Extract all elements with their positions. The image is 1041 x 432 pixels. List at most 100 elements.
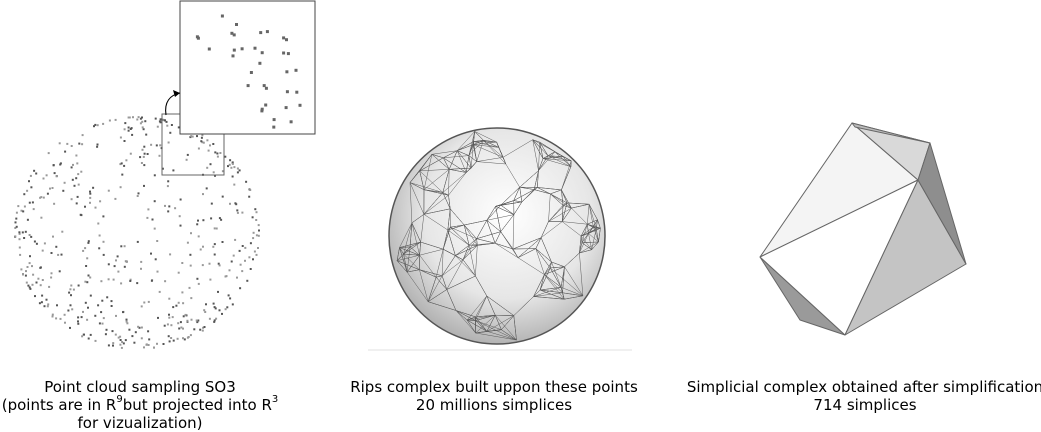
- cloud-point: [51, 252, 53, 254]
- cloud-point: [59, 164, 61, 166]
- cloud-point: [69, 327, 71, 329]
- cloud-point: [53, 203, 55, 205]
- cloud-point: [71, 145, 73, 147]
- cloud-point: [136, 282, 138, 284]
- cloud-point: [52, 236, 54, 238]
- inset-point: [285, 70, 288, 73]
- inset-point: [261, 51, 264, 54]
- cloud-point: [206, 187, 208, 189]
- cloud-point: [32, 201, 34, 203]
- cloud-point: [84, 206, 86, 208]
- cloud-point: [40, 217, 42, 219]
- cloud-point: [118, 337, 120, 339]
- cloud-point: [173, 340, 175, 342]
- cloud-point: [140, 118, 142, 120]
- cloud-point: [228, 294, 230, 296]
- cloud-point: [214, 254, 216, 256]
- cloud-point: [81, 316, 83, 318]
- cloud-point: [143, 146, 145, 148]
- inset-point: [259, 31, 262, 34]
- cloud-point: [257, 247, 259, 249]
- cloud-point: [233, 184, 235, 186]
- cloud-point: [166, 125, 168, 127]
- cloud-point: [88, 240, 90, 242]
- cloud-point: [248, 196, 250, 198]
- cloud-point: [169, 253, 171, 255]
- cloud-point: [59, 270, 61, 272]
- cloud-point: [198, 283, 200, 285]
- inset-point: [235, 23, 238, 26]
- cloud-point: [44, 242, 46, 244]
- cloud-point: [236, 277, 238, 279]
- cloud-point: [87, 307, 89, 309]
- cloud-point: [61, 231, 63, 233]
- cloud-point: [88, 338, 90, 340]
- cloud-point: [22, 210, 24, 212]
- cloud-point: [239, 287, 241, 289]
- cloud-point: [248, 256, 250, 258]
- inset-point: [265, 87, 268, 90]
- cloud-point: [31, 265, 33, 267]
- cloud-point: [27, 266, 29, 268]
- cloud-point: [168, 335, 170, 337]
- cloud-point: [112, 330, 114, 332]
- cloud-point: [209, 263, 211, 265]
- cloud-point: [244, 247, 246, 249]
- cloud-point: [178, 328, 180, 330]
- cloud-point: [253, 232, 255, 234]
- cloud-point: [122, 311, 124, 313]
- cloud-point: [120, 186, 122, 188]
- cloud-point: [26, 190, 28, 192]
- cloud-point: [172, 306, 174, 308]
- cloud-point: [182, 337, 184, 339]
- inset-point: [282, 36, 285, 39]
- cloud-point: [33, 208, 35, 210]
- cloud-point: [157, 317, 159, 319]
- cloud-point: [22, 231, 24, 233]
- cloud-point: [113, 279, 115, 281]
- cloud-point: [181, 291, 183, 293]
- cloud-point: [237, 171, 239, 173]
- cloud-point: [242, 245, 244, 247]
- cloud-point: [157, 126, 159, 128]
- cloud-point: [124, 245, 126, 247]
- cloud-point: [56, 304, 58, 306]
- caption-text: but projected into R: [123, 396, 272, 414]
- cloud-point: [98, 247, 100, 249]
- cloud-point: [138, 192, 140, 194]
- inset-point: [260, 109, 263, 112]
- cloud-point: [180, 321, 182, 323]
- caption-line: 20 millions simplices: [334, 396, 654, 414]
- cloud-point: [19, 238, 21, 240]
- cloud-point: [115, 119, 117, 121]
- cloud-point: [32, 274, 34, 276]
- cloud-point: [196, 223, 198, 225]
- cloud-point: [222, 241, 224, 243]
- caption-point-cloud: Point cloud sampling SO3 (points are in …: [0, 378, 280, 432]
- cloud-point: [241, 212, 243, 214]
- caption-line: Point cloud sampling SO3: [0, 378, 280, 396]
- cloud-point: [249, 189, 251, 191]
- cloud-point: [72, 164, 74, 166]
- cloud-point: [67, 310, 69, 312]
- cloud-point: [73, 289, 75, 291]
- cloud-point: [252, 216, 254, 218]
- cloud-point: [192, 136, 194, 138]
- inset-point: [208, 48, 211, 51]
- cloud-point: [46, 174, 48, 176]
- cloud-point: [78, 184, 80, 186]
- cloud-point: [234, 239, 236, 241]
- cloud-point: [208, 150, 210, 152]
- cloud-point: [160, 118, 162, 120]
- cloud-point: [102, 323, 104, 325]
- cloud-point: [115, 259, 117, 261]
- cloud-point: [240, 264, 242, 266]
- cloud-point: [170, 324, 172, 326]
- cloud-point: [143, 164, 145, 166]
- cloud-point: [128, 127, 130, 129]
- cloud-point: [211, 203, 213, 205]
- inset-point: [282, 52, 285, 55]
- cloud-point: [115, 315, 117, 317]
- cloud-point: [258, 235, 260, 237]
- cloud-point: [112, 342, 114, 344]
